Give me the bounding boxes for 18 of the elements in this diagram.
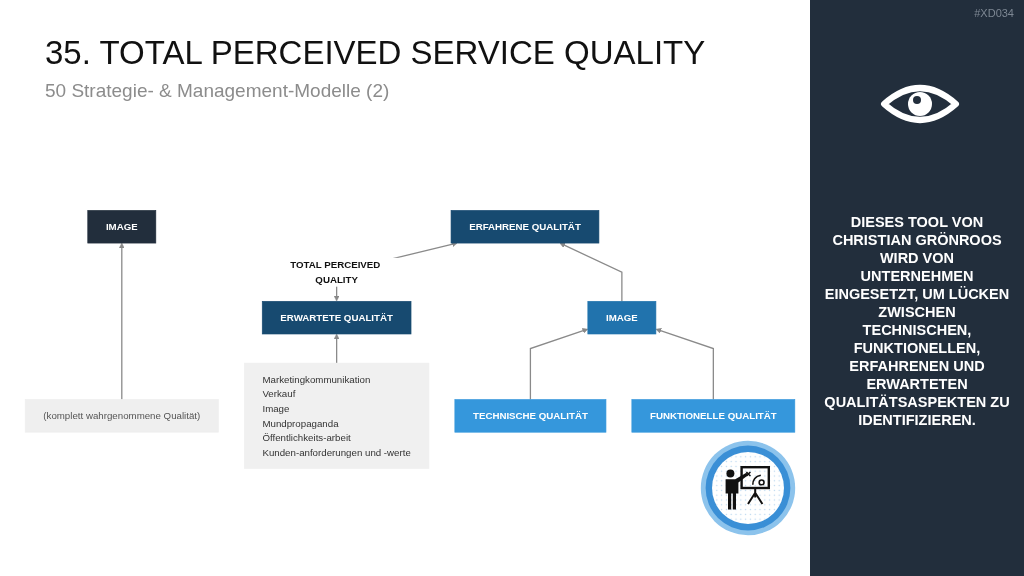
- slide-title: 35. TOTAL PERCEIVED SERVICE QUALITY: [45, 34, 706, 72]
- slide-code: #XD034: [974, 7, 1014, 19]
- node-box: ERWARTETE QUALITÄT: [261, 301, 412, 335]
- node-box: IMAGE: [87, 210, 157, 244]
- arrow: [529, 328, 589, 401]
- description-text: DIESES TOOL VON CHRISTIAN GRÖNROOS WIRD VON UNTERNEHMEN EINGESETZT, UM LÜCKEN ZWISCHEN TECHNISCHEN, FUNKTIONELLEN, ERFAHRENEN UND ERWARTETEN QUALITÄTSASPEKTEN ZU IDENTIFIZIEREN.: [823, 213, 1011, 429]
- node-box: ERFAHRENE QUALITÄT: [450, 210, 600, 244]
- node-box: TECHNISCHE QUALITÄT: [454, 399, 607, 433]
- arrow: [118, 242, 125, 401]
- edge-label: TOTAL PERCEIVED QUALITY: [290, 258, 381, 285]
- subtitle: 50 Strategie- & Management-Modelle (2): [45, 80, 390, 102]
- node-box: (komplett wahrgenommene Qualität): [24, 399, 219, 433]
- arrow: [559, 242, 623, 302]
- node-box: IMAGE: [587, 301, 657, 335]
- arrow: [655, 328, 714, 401]
- arrow: [333, 333, 340, 364]
- node-box: FUNKTIONELLE QUALITÄT: [631, 399, 796, 433]
- node-box: Marketingkommunikation Verkauf Image Mundpropaganda Öffentlichkeits-arbeit Kunden-anforderungen und -werte: [244, 362, 430, 469]
